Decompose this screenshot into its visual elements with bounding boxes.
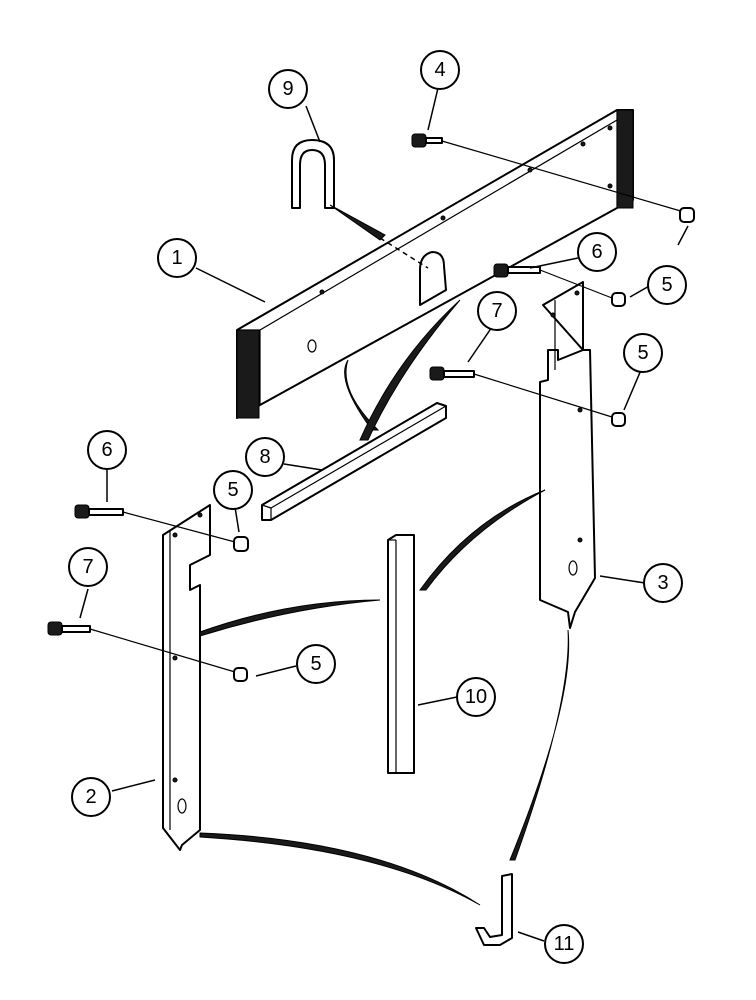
bolt-6-left	[74, 504, 236, 543]
part-8-strip	[261, 402, 447, 521]
callout-4: 4	[420, 50, 460, 90]
leader-lines	[79, 87, 689, 942]
callout-8: 8	[245, 437, 285, 477]
svg-text:6: 6	[101, 439, 112, 461]
callout-5-left-upper: 5	[213, 470, 253, 510]
svg-text:5: 5	[227, 479, 238, 501]
svg-text:3: 3	[657, 572, 668, 594]
callout-6-left: 6	[87, 430, 127, 470]
svg-text:1: 1	[171, 247, 182, 269]
callout-9: 9	[268, 69, 308, 109]
nut-5-right-upper	[611, 292, 626, 307]
callout-5-right: 5	[623, 333, 663, 373]
hardware	[47, 133, 695, 682]
part-3-right-plate	[539, 281, 596, 629]
nut-5-top-right	[679, 207, 695, 223]
part-1-top-bracket	[236, 109, 634, 419]
part-2-left-plate	[162, 504, 211, 851]
callout-2: 2	[71, 777, 111, 817]
svg-text:11: 11	[554, 933, 575, 955]
bolt-7-right	[429, 366, 613, 418]
svg-text:9: 9	[282, 78, 293, 100]
callout-10: 10	[456, 677, 496, 717]
nut-5-right-lower	[611, 412, 626, 427]
svg-text:7: 7	[491, 300, 502, 322]
callout-7-left: 7	[68, 547, 108, 587]
callout-7-right: 7	[477, 291, 517, 331]
nut-5-left-lower	[233, 667, 248, 682]
svg-text:8: 8	[259, 446, 270, 468]
bolt-7-left	[47, 621, 236, 673]
svg-text:5: 5	[637, 342, 648, 364]
svg-text:5: 5	[661, 274, 672, 296]
nut-5-left-upper	[233, 536, 249, 552]
part-9-u-clip	[291, 139, 335, 209]
callout-6-right: 6	[577, 232, 617, 272]
callout-3: 3	[643, 563, 683, 603]
svg-text:7: 7	[82, 556, 93, 578]
part-11-hook-clip	[475, 873, 513, 946]
callout-5-left-lower: 5	[296, 644, 336, 684]
svg-text:5: 5	[310, 653, 321, 675]
callout-5-top-right: 5	[647, 265, 687, 305]
bolt-6-right	[493, 263, 613, 299]
pointer-strokes	[199, 204, 570, 906]
bolt-4	[411, 133, 685, 213]
svg-text:2: 2	[85, 786, 96, 808]
svg-text:10: 10	[465, 686, 487, 708]
callout-1: 1	[157, 238, 197, 278]
svg-text:6: 6	[591, 241, 602, 263]
callout-11: 11	[544, 924, 584, 964]
dashed-guide	[379, 237, 429, 269]
svg-text:4: 4	[434, 59, 445, 81]
part-10-strip	[387, 534, 415, 774]
